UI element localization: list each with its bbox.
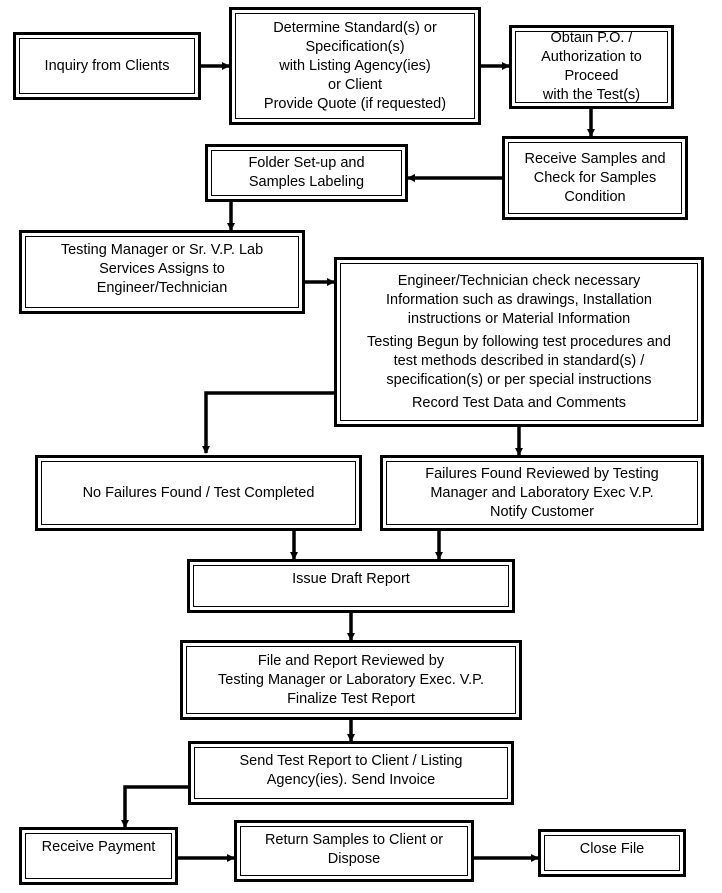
arrow-send-report-to-receive-payment bbox=[121, 785, 188, 828]
record-data-text: Record Test Data and Comments bbox=[411, 394, 627, 411]
node-failures-found: Failures Found Reviewed by Testing Manag… bbox=[380, 455, 704, 531]
testing-begun-text: Testing Begun by following test procedur… bbox=[367, 333, 671, 388]
node-close-file: Close File bbox=[538, 829, 686, 877]
node-label: No Failures Found / Test Completed bbox=[82, 484, 315, 501]
node-determine-standards: Determine Standard(s) or Specification(s… bbox=[229, 7, 481, 125]
node-label: Inquiry from Clients bbox=[44, 57, 170, 74]
node-label: Close File bbox=[579, 841, 645, 857]
node-label: Testing Manager or Sr. V.P. Lab Services… bbox=[60, 242, 264, 296]
node-issue-draft-report: Issue Draft Report bbox=[187, 559, 515, 613]
node-label: Issue Draft Report bbox=[292, 571, 410, 587]
node-obtain-po: Obtain P.O. / Authorization to Proceed w… bbox=[509, 25, 674, 109]
node-receive-samples: Receive Samples and Check for Samples Co… bbox=[502, 136, 688, 220]
node-return-samples: Return Samples to Client or Dispose bbox=[234, 820, 474, 882]
node-label: Receive Payment bbox=[41, 839, 156, 855]
node-label: Obtain P.O. / Authorization to Proceed w… bbox=[541, 30, 642, 103]
node-label: Folder Set-up and Samples Labeling bbox=[248, 155, 365, 190]
node-engineer-check: Engineer/Technician check necessary Info… bbox=[334, 257, 704, 427]
engineer-check-text: Engineer/Technician check necessary Info… bbox=[386, 272, 652, 327]
node-file-report-reviewed: File and Report Reviewed by Testing Mana… bbox=[180, 640, 522, 720]
node-send-test-report: Send Test Report to Client / Listing Age… bbox=[188, 741, 514, 805]
node-testing-manager-assigns: Testing Manager or Sr. V.P. Lab Services… bbox=[19, 230, 305, 314]
node-folder-setup: Folder Set-up and Samples Labeling bbox=[205, 144, 408, 202]
node-no-failures: No Failures Found / Test Completed bbox=[35, 455, 362, 531]
node-label: Receive Samples and Check for Samples Co… bbox=[524, 150, 666, 205]
node-label: Return Samples to Client or Dispose bbox=[264, 832, 444, 867]
node-label: Determine Standard(s) or Specification(s… bbox=[263, 19, 447, 112]
node-label: Send Test Report to Client / Listing Age… bbox=[239, 753, 463, 788]
node-inquiry-from-clients: Inquiry from Clients bbox=[13, 32, 201, 100]
node-receive-payment: Receive Payment bbox=[19, 827, 178, 885]
node-label: Failures Found Reviewed by Testing Manag… bbox=[425, 465, 659, 520]
arrow-engineer-check-to-no-failures bbox=[202, 391, 334, 454]
node-label: File and Report Reviewed by Testing Mana… bbox=[218, 652, 484, 707]
